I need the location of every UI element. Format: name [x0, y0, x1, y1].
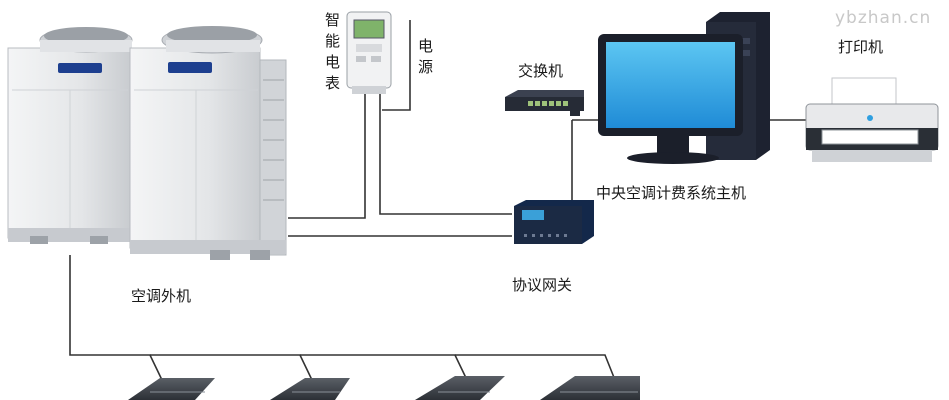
- outdoor-unit-label: 空调外机: [131, 287, 192, 305]
- network-switch-icon: [505, 90, 584, 116]
- computer-icon: [598, 12, 770, 164]
- switch-label: 交换机: [518, 62, 564, 80]
- indoor-unit-icon: [128, 376, 640, 400]
- gateway-label: 协议网关: [512, 276, 573, 294]
- electric-meter-icon: [346, 11, 392, 94]
- watermark: ybzhan.cn: [835, 8, 932, 28]
- printer-icon: [805, 77, 939, 162]
- outdoor-unit-icon: [7, 26, 287, 260]
- protocol-gateway-icon: [514, 200, 594, 244]
- host-label: 中央空调计费系统主机: [596, 184, 747, 202]
- line-unit-to-meter: [288, 92, 366, 219]
- meter-label: 智能电表: [325, 11, 341, 92]
- line-power-to-meter: [382, 20, 411, 111]
- power-label: 电源: [418, 37, 434, 76]
- line-unit-to-indoor: [69, 255, 163, 381]
- printer-label: 打印机: [838, 38, 884, 56]
- line-meter-to-gateway: [379, 92, 512, 215]
- connection-lines: [69, 20, 808, 381]
